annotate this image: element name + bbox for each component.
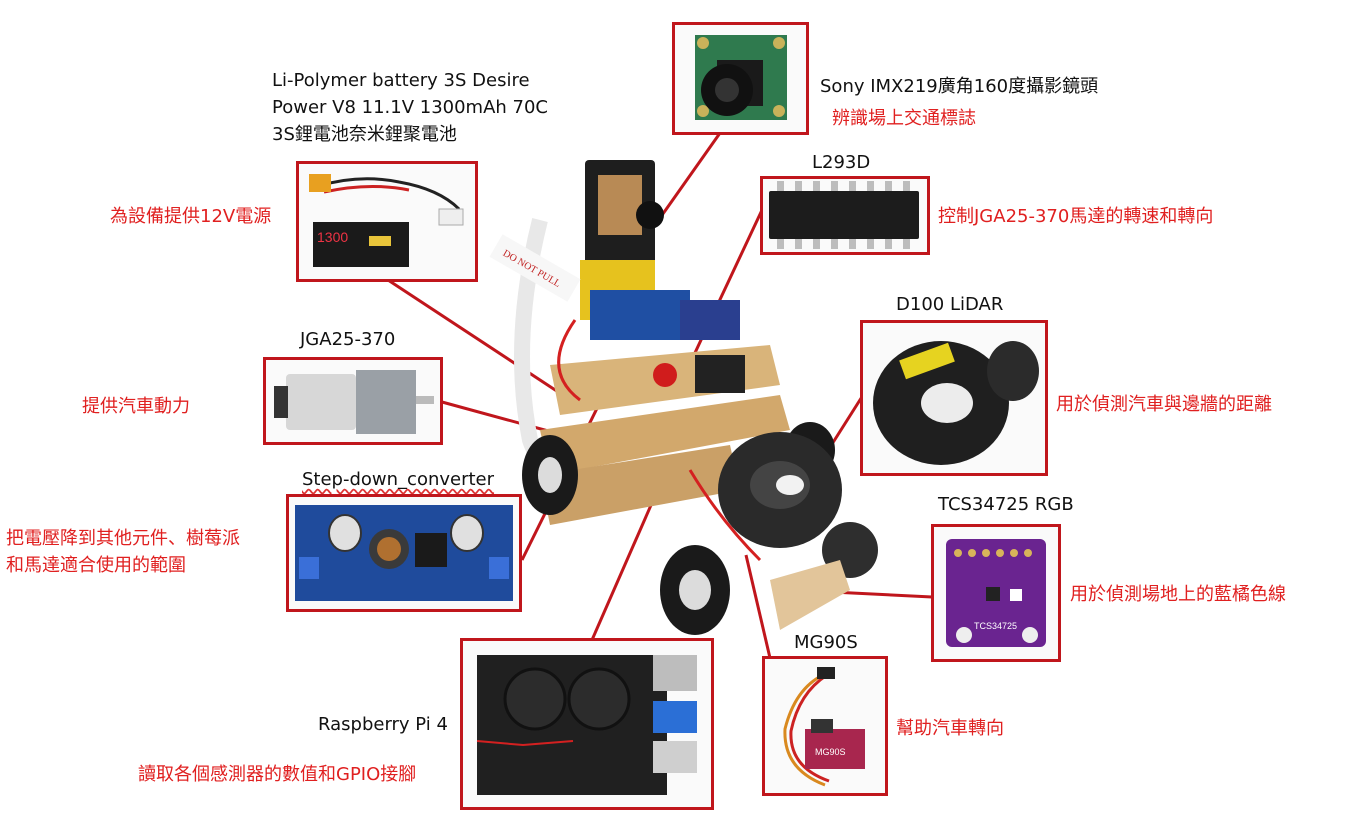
camera-name: Sony IMX219廣角160度攝影鏡頭 — [820, 75, 1098, 99]
driver-description: 控制JGA25-370馬達的轉速和轉向 — [938, 205, 1213, 229]
battery-name-line1: Li-Polymer battery 3S Desire — [272, 69, 530, 93]
color-sensor-print: TCS34725 — [974, 621, 1017, 631]
motor-description: 提供汽車動力 — [82, 395, 190, 419]
camera-image — [672, 22, 809, 135]
battery-image: 1300 — [296, 161, 478, 282]
battery-print: 1300 — [317, 229, 348, 245]
lidar-description: 用於偵測汽車與邊牆的距離 — [1056, 393, 1272, 417]
converter-name: Step-down_converter — [302, 468, 494, 492]
motor-image — [263, 357, 443, 445]
battery-description: 為設備提供12V電源 — [110, 205, 271, 229]
raspberry-pi-image — [460, 638, 714, 810]
color-sensor-name: TCS34725 RGB — [938, 493, 1074, 517]
driver-name: L293D — [812, 151, 870, 175]
servo-name: MG90S — [794, 631, 858, 655]
battery-name-line3: 3S鋰電池奈米鋰聚電池 — [272, 123, 457, 147]
battery-name-line2: Power V8 11.1V 1300mAh 70C — [272, 96, 548, 120]
converter-description-line2: 和馬達適合使用的範圍 — [6, 554, 186, 578]
servo-description: 幫助汽車轉向 — [896, 717, 1004, 741]
color-sensor-description: 用於偵測場地上的藍橘色線 — [1070, 583, 1286, 607]
motor-name: JGA25-370 — [300, 328, 395, 352]
converter-description-line1: 把電壓降到其他元件、樹莓派 — [6, 527, 240, 551]
servo-print: MG90S — [815, 747, 846, 757]
converter-image — [286, 494, 522, 612]
lidar-image — [860, 320, 1048, 476]
servo-image: MG90S — [762, 656, 888, 796]
driver-image — [760, 176, 930, 255]
color-sensor-image: TCS34725 — [931, 524, 1061, 662]
lidar-name: D100 LiDAR — [896, 293, 1003, 317]
camera-description: 辨識場上交通標誌 — [832, 107, 976, 131]
raspberry-pi-description: 讀取各個感測器的數值和GPIO接腳 — [138, 763, 416, 787]
raspberry-pi-name: Raspberry Pi 4 — [318, 713, 448, 737]
